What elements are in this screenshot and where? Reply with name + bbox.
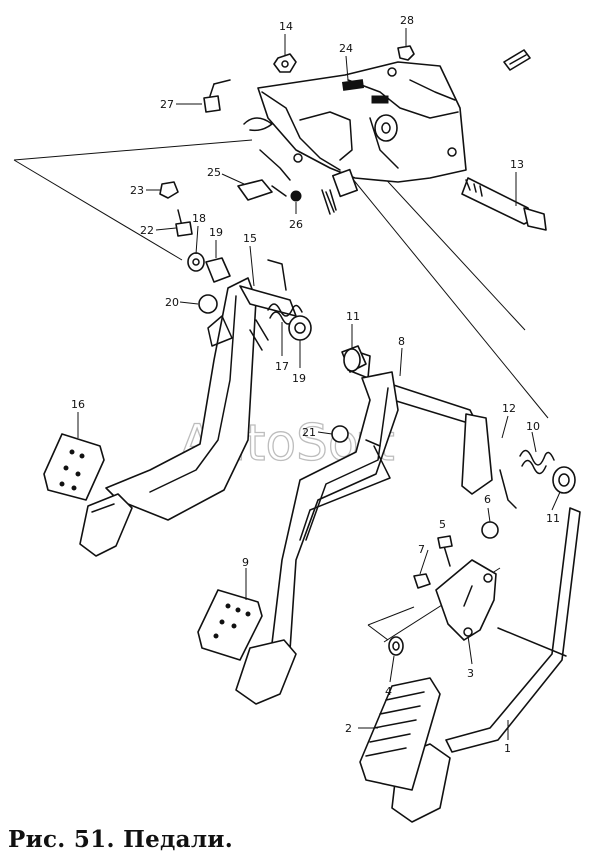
callout-1: 1	[504, 742, 511, 755]
callout-18: 18	[192, 212, 206, 225]
callout-24: 24	[339, 42, 353, 55]
switch-25	[237, 179, 302, 202]
callout-20: 20	[165, 296, 179, 309]
callout-22: 22	[140, 224, 154, 237]
spring-10	[519, 449, 555, 475]
brake-pedal	[235, 351, 479, 705]
callout-25: 25	[207, 166, 221, 179]
callout-14: 14	[279, 20, 293, 33]
return-link	[299, 439, 391, 541]
pedal-pad-16	[43, 433, 105, 501]
callout-27: 27	[160, 98, 174, 111]
callout-2: 2	[345, 722, 352, 735]
callout-7: 7	[418, 543, 425, 556]
callout-3: 3	[467, 667, 474, 680]
accelerator-bracket-3	[435, 559, 497, 641]
bushing-11a	[341, 345, 367, 373]
callout-19-top: 19	[209, 226, 223, 239]
callout-28: 28	[400, 14, 414, 27]
clutch-shaft-15	[239, 259, 297, 351]
callout-12: 12	[502, 402, 516, 415]
bushing-19a	[205, 257, 231, 283]
callout-13: 13	[510, 158, 524, 171]
callout-8: 8	[398, 335, 405, 348]
callout-9: 9	[242, 556, 249, 569]
callout-26: 26	[289, 218, 303, 231]
bolt-27	[203, 79, 231, 113]
stopper-20	[198, 294, 218, 314]
callout-17: 17	[275, 360, 289, 373]
callout-4: 4	[385, 685, 392, 698]
stopper-21	[331, 425, 349, 443]
callout-15: 15	[243, 232, 257, 245]
nut-14	[273, 53, 297, 73]
bracket-12	[461, 413, 517, 509]
nut-23	[159, 181, 179, 199]
bushing-11b	[552, 466, 576, 494]
clip-icon	[503, 49, 531, 71]
bolt-22	[175, 209, 193, 237]
callouts: 1 2 3 4 5 6 7 8 9 10 11 11 12	[71, 14, 561, 755]
spring-stop	[259, 149, 359, 215]
bushing-6	[481, 521, 499, 539]
callout-6: 6	[484, 493, 491, 506]
figure-caption: Рис. 51. Педали.	[8, 826, 234, 853]
callout-10: 10	[526, 420, 540, 433]
callout-16: 16	[71, 398, 85, 411]
nut-7	[413, 573, 431, 589]
callout-5: 5	[439, 518, 446, 531]
bolt-5	[437, 535, 453, 567]
clutch-pedal	[79, 277, 257, 557]
accelerator-pad-2	[359, 677, 441, 791]
callout-19-bottom: 19	[292, 372, 306, 385]
bushing-18	[187, 252, 205, 272]
pedal-pad-9	[197, 589, 263, 661]
callout-11-left: 11	[346, 310, 360, 323]
stopper-4	[388, 636, 404, 656]
nut-28	[397, 45, 415, 61]
callout-21: 21	[302, 426, 316, 439]
pedal-bracket	[243, 61, 467, 183]
callout-23: 23	[130, 184, 144, 197]
bushing-19b	[288, 315, 312, 341]
bolt-13	[461, 177, 547, 231]
callout-11-right: 11	[546, 512, 560, 525]
